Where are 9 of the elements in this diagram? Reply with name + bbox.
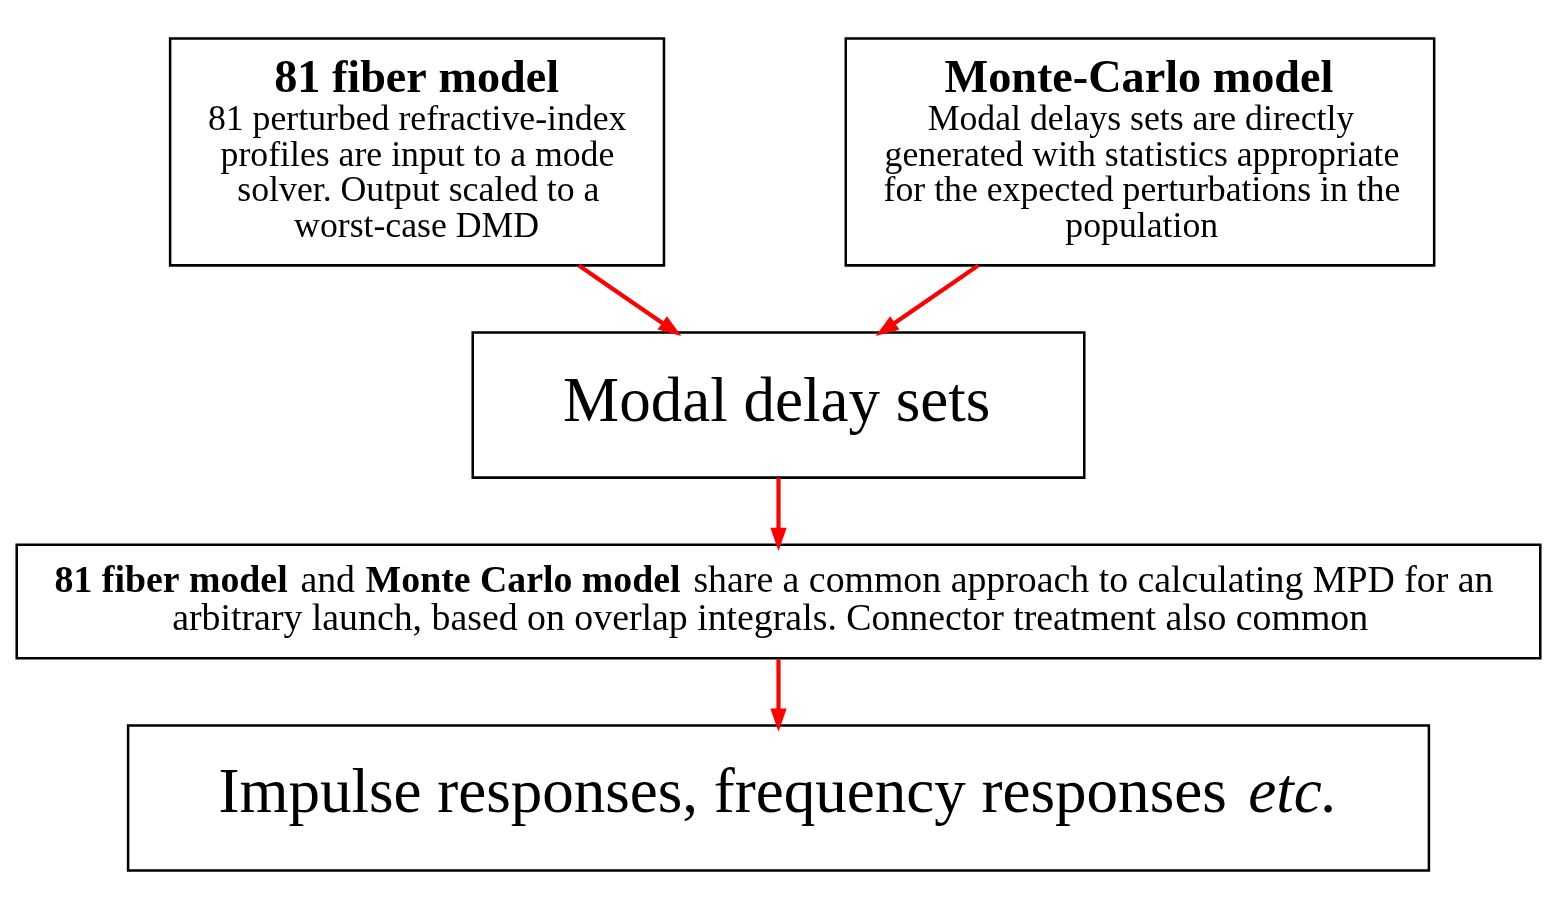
arrow xyxy=(875,263,980,336)
node-box: Impulse responses, frequency responses etc. xyxy=(126,723,1431,872)
arrow xyxy=(770,477,787,551)
node-box: 81 fiber model 81 perturbed refractive-index profiles are input to a mode solver. Output scaled to a worst-case DMD xyxy=(168,36,666,267)
arrow xyxy=(770,658,787,732)
node-box: Modal delay sets xyxy=(471,330,1086,479)
node-box: Monte-Carlo model Modal delays sets are directly generated with statistics appropriate for the expected perturbations in the population xyxy=(844,36,1436,267)
arrow xyxy=(577,263,682,336)
node-box: 81 fiber model and Monte Carlo model share a common approach to calculating MPD for an arbitrary launch, based on overlap integrals. Connector treatment also common xyxy=(15,543,1542,660)
